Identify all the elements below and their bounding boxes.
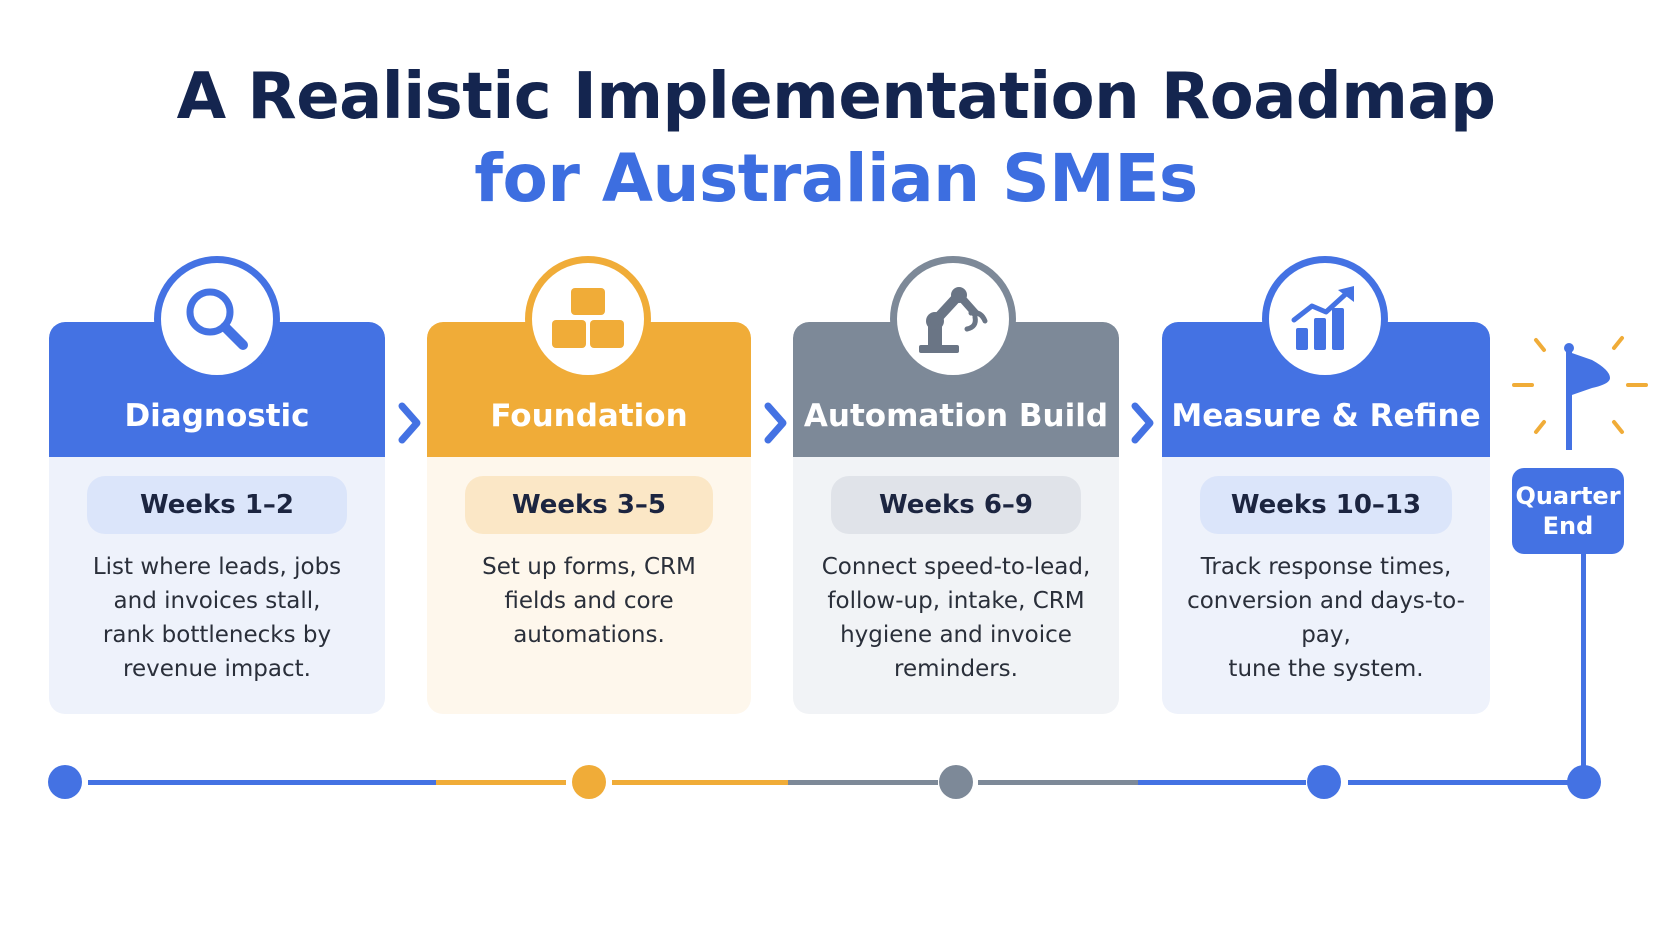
phase-weeks-badge: Weeks 10–13	[1200, 476, 1452, 534]
chevron-right-icon	[1131, 402, 1154, 444]
phase-name: Automation Build	[803, 398, 1109, 434]
phase-header: Automation Build	[793, 322, 1119, 457]
phase-name: Foundation	[490, 398, 688, 434]
chevron-right-icon	[764, 402, 787, 444]
page-subtitle: for Australian SMEs	[474, 140, 1198, 217]
timeline-segment	[1138, 780, 1306, 785]
phase-description: Connect speed-to-lead,follow-up, intake,…	[821, 554, 1091, 682]
timeline-node-diagnostic	[48, 765, 82, 799]
timeline-node-automation-build	[939, 765, 973, 799]
robot-arm-icon	[890, 256, 1016, 382]
phase-weeks-badge: Weeks 6–9	[831, 476, 1081, 534]
milestone-connector	[1581, 552, 1586, 770]
timeline-segment	[436, 780, 566, 785]
timeline-segment	[788, 780, 938, 785]
magnifier-icon	[154, 256, 280, 382]
timeline-segment	[612, 780, 788, 785]
timeline-node-quarter-end	[1567, 765, 1601, 799]
phase-card-measure-refine: Measure & Refine Weeks 10–13 Track respo…	[1162, 322, 1490, 714]
timeline-segment	[978, 780, 1138, 785]
phase-description: Track response times,conversion and days…	[1187, 554, 1465, 682]
phase-name: Diagnostic	[124, 398, 310, 434]
timeline-segment	[1348, 780, 1568, 785]
timeline-node-foundation	[572, 765, 606, 799]
phase-card-automation-build: Automation Build Weeks 6–9 Connect speed…	[793, 322, 1119, 714]
phase-weeks-badge: Weeks 1–2	[87, 476, 347, 534]
chevron-right-icon	[398, 402, 421, 444]
growth-chart-icon	[1262, 256, 1388, 382]
phase-name: Measure & Refine	[1171, 398, 1481, 434]
phase-weeks-badge: Weeks 3–5	[465, 476, 713, 534]
timeline-node-measure-refine	[1307, 765, 1341, 799]
page-title: A Realistic Implementation Roadmap	[176, 60, 1496, 134]
timeline-segment	[88, 780, 436, 785]
blocks-icon	[525, 256, 651, 382]
flag-icon	[1512, 336, 1648, 450]
phase-card-diagnostic: Diagnostic Weeks 1–2 List where leads, j…	[49, 322, 385, 714]
